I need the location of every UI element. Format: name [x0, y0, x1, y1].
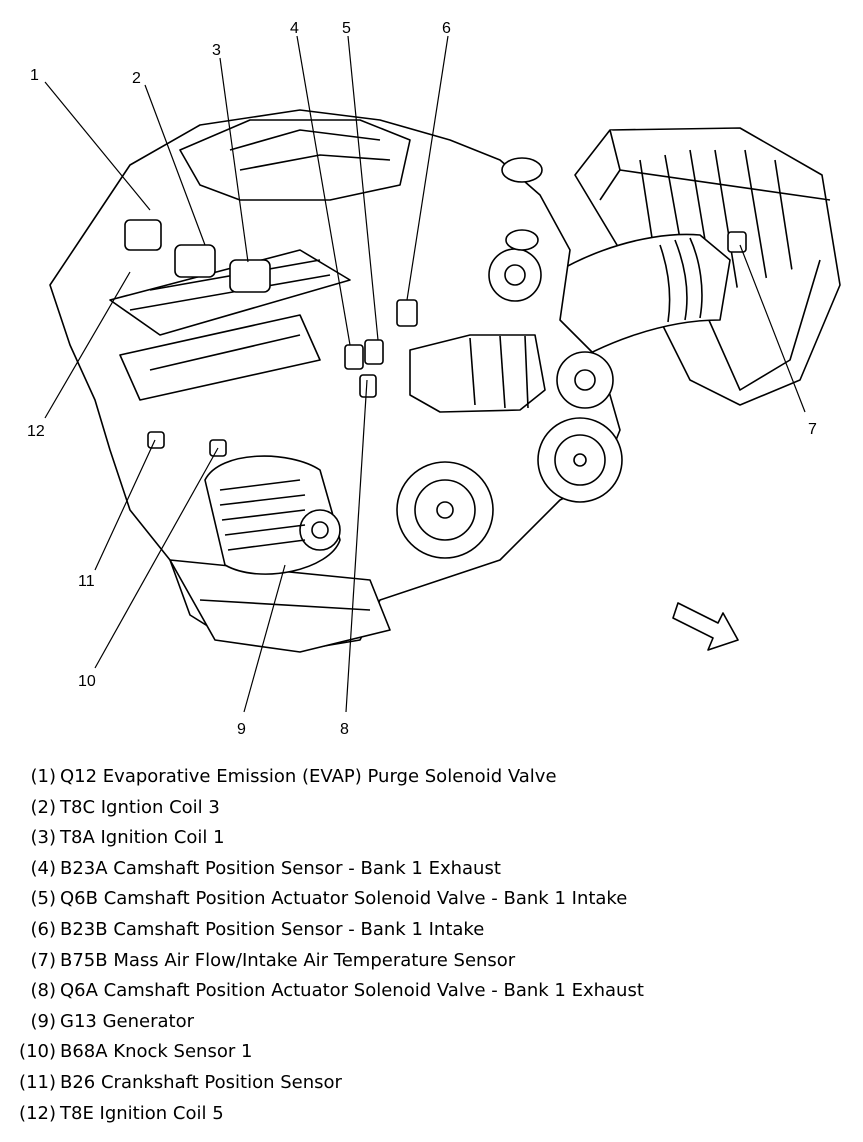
legend-number: (5) — [30, 888, 57, 910]
legend-text: B26 Crankshaft Position Sensor — [60, 1071, 342, 1093]
ignition-coils — [124, 219, 271, 293]
legend-item: (10)B68A Knock Sensor 1 — [10, 1037, 855, 1068]
legend-item: (2)T8C Igntion Coil 3 — [10, 793, 855, 824]
engine-illustration: 1 2 3 4 5 6 7 8 9 10 11 12 — [27, 20, 841, 738]
legend-number: (7) — [30, 949, 57, 971]
legend-number: (1) — [30, 766, 57, 787]
callout-9: 9 — [237, 721, 246, 738]
legend-text: B23B Camshaft Position Sensor - Bank 1 I… — [60, 918, 485, 940]
engine-diagram: 1 2 3 4 5 6 7 8 9 10 11 12 — [27, 20, 841, 738]
leader-lines — [44, 35, 806, 713]
legend-item: (12)T8E Ignition Coil 5 — [10, 1099, 855, 1130]
legend-text: B68A Knock Sensor 1 — [60, 1041, 253, 1063]
sensors — [147, 231, 747, 457]
front-cover — [409, 334, 546, 413]
legend-text: T8C Igntion Coil 3 — [60, 796, 220, 818]
callout-7: 7 — [808, 421, 817, 438]
legend-item: (7)B75B Mass Air Flow/Intake Air Tempera… — [10, 946, 855, 977]
legend-text: G13 Generator — [60, 1010, 194, 1032]
legend-item: (9)G13 Generator — [10, 1007, 855, 1038]
legend-text: T8A Ignition Coil 1 — [60, 827, 225, 849]
legend-text: Q6B Camshaft Position Actuator Solenoid … — [60, 888, 628, 910]
callout-6: 6 — [442, 20, 451, 37]
legend-item: (8)Q6A Camshaft Position Actuator Soleno… — [10, 976, 855, 1007]
legend-number: (4) — [30, 857, 57, 879]
component-legend: (1)Q12 Evaporative Emission (EVAP) Purge… — [10, 762, 855, 1129]
callout-4: 4 — [290, 20, 299, 37]
legend-item: (11)B26 Crankshaft Position Sensor — [10, 1068, 855, 1099]
legend-number: (8) — [30, 980, 57, 1002]
legend-number: (9) — [30, 1010, 57, 1032]
legend-text: B23A Camshaft Position Sensor - Bank 1 E… — [60, 857, 501, 879]
legend-text: Q12 Evaporative Emission (EVAP) Purge So… — [60, 766, 557, 787]
callout-11: 11 — [78, 573, 95, 590]
legend-text: T8E Ignition Coil 5 — [60, 1102, 224, 1124]
legend-number: (11) — [19, 1071, 56, 1093]
callout-12: 12 — [27, 423, 45, 440]
legend-text: Q6A Camshaft Position Actuator Solenoid … — [60, 980, 644, 1002]
legend-number: (10) — [19, 1041, 56, 1063]
legend-number: (6) — [30, 918, 57, 940]
legend-item: (6)B23B Camshaft Position Sensor - Bank … — [10, 915, 855, 946]
callout-1: 1 — [30, 67, 39, 84]
direction-arrow — [672, 602, 739, 651]
legend-text: B75B Mass Air Flow/Intake Air Temperatur… — [60, 949, 516, 971]
legend-number: (3) — [30, 827, 57, 849]
callout-10: 10 — [78, 673, 96, 690]
oil-filler-cap — [501, 157, 543, 251]
callout-8: 8 — [340, 721, 349, 738]
callout-labels: 1 2 3 4 5 6 7 8 9 10 11 12 — [27, 20, 817, 738]
callout-5: 5 — [342, 20, 351, 37]
callout-2: 2 — [132, 70, 141, 87]
legend-number: (2) — [30, 796, 57, 818]
legend-item: (4)B23A Camshaft Position Sensor - Bank … — [10, 854, 855, 885]
legend-number: (12) — [19, 1102, 56, 1124]
generator — [204, 455, 341, 575]
legend-item: (3)T8A Ignition Coil 1 — [10, 823, 855, 854]
legend-item: (5)Q6B Camshaft Position Actuator Soleno… — [10, 884, 855, 915]
legend-item: (1)Q12 Evaporative Emission (EVAP) Purge… — [10, 762, 855, 793]
callout-3: 3 — [212, 42, 221, 59]
belt-pulleys — [396, 248, 623, 559]
